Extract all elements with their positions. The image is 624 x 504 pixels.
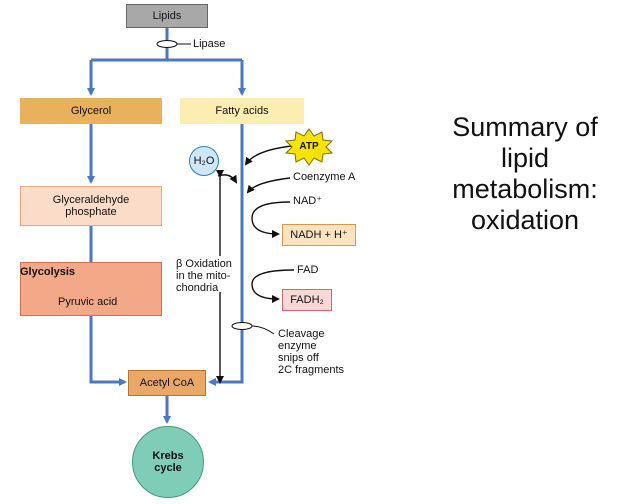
coenzyme-a-arrow <box>246 177 291 194</box>
fadh2-box: FADH₂ <box>282 289 332 311</box>
beta-oxidation-line2: in the mito- <box>176 270 231 282</box>
title-line4: oxidation <box>470 205 580 235</box>
lipids-label: Lipids <box>152 10 182 22</box>
title-line3: metabolism: <box>452 174 598 204</box>
cleavage-line4: 2C fragments <box>278 364 345 376</box>
krebs-label-line1: Krebs <box>152 450 184 462</box>
beta-oxidation-line3: chondria <box>176 282 219 294</box>
nadh-label: NADH + H⁺ <box>290 229 348 241</box>
pyruvic-acid-label: Pyruvic acid <box>58 296 118 308</box>
beta-oxidation-line1: β Oxidation <box>176 258 232 270</box>
fadh2-label: FADH₂ <box>290 294 324 306</box>
h2o-circle: H₂O <box>189 146 219 176</box>
cleavage-line1: Cleavage <box>278 328 325 340</box>
atp-label: ATP <box>299 141 319 152</box>
beta-oxidation-label: β Oxidation in the mito- chondria <box>176 258 232 294</box>
glycerol-label: Glycerol <box>70 105 112 117</box>
glycolysis-to-acetyl-arrow <box>89 316 127 386</box>
cleavage-line3: snips off <box>278 352 319 364</box>
coenzyme-a-label: Coenzyme A <box>293 171 356 183</box>
nadh-box: NADH + H⁺ <box>282 224 356 246</box>
glyceraldehyde-label-line1: Glyceraldehyde <box>52 194 130 206</box>
slide-title: Summary of lipid metabolism: oxidation <box>430 112 620 236</box>
fatty-acids-box: Fatty acids <box>180 98 304 124</box>
glyceraldehyde-label-line2: phosphate <box>65 206 117 218</box>
lipids-box: Lipids <box>126 4 208 28</box>
glycerol-box: Glycerol <box>20 98 162 124</box>
krebs-cycle-circle: Krebs cycle <box>132 426 204 498</box>
glyceraldehyde-phosphate-box: Glyceraldehyde phosphate <box>20 186 162 226</box>
lipase-enzyme-icon <box>156 40 178 48</box>
atp-star-icon <box>284 128 334 166</box>
cleavage-enzyme-icon <box>231 322 253 330</box>
title-line2: lipid <box>500 143 550 173</box>
h2o-label: H₂O <box>193 155 215 167</box>
fad-label: FAD <box>297 264 319 276</box>
lipase-label: Lipase <box>193 38 226 50</box>
title-line1: Summary of <box>452 112 598 142</box>
fad-to-fadh2-arrow <box>251 269 295 303</box>
krebs-label-line2: cycle <box>154 462 182 474</box>
atp-arrow <box>244 145 293 166</box>
cleavage-enzyme-label: Cleavage enzyme snips off 2C fragments <box>278 328 344 376</box>
nad-label: NAD⁺ <box>293 195 323 207</box>
nad-to-nadh-arrow <box>251 201 291 238</box>
glycolysis-label: Glycolysis <box>20 266 76 278</box>
cleavage-line2: enzyme <box>278 340 317 352</box>
glycolysis-box <box>20 262 162 316</box>
acetyl-coa-label: Acetyl CoA <box>139 377 195 389</box>
fatty-acids-label: Fatty acids <box>215 105 269 117</box>
acetyl-coa-box: Acetyl CoA <box>128 370 206 396</box>
